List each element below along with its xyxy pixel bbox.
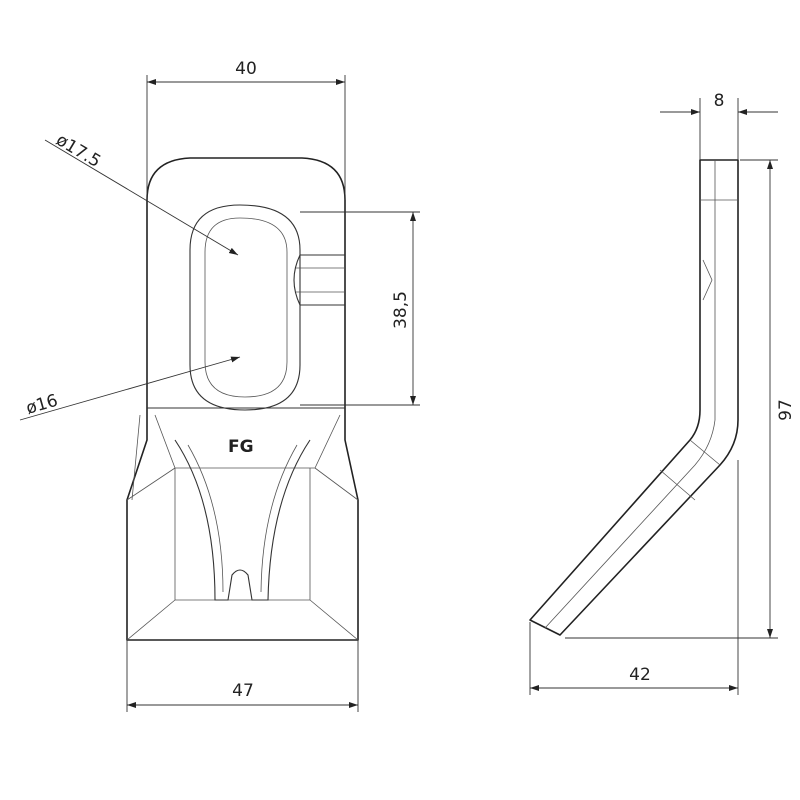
center-groove — [174, 439, 311, 601]
blade-outline — [126, 157, 359, 641]
leader-line-17-5 — [44, 139, 239, 256]
dimension-top-width: 40 — [235, 59, 257, 79]
logo-text: FG — [228, 437, 254, 457]
side-view: 8 97 42 — [529, 91, 796, 695]
dimension-small-hole: ø16 — [24, 391, 60, 419]
side-profile — [529, 159, 739, 636]
dimension-large-hole: ø17.5 — [52, 130, 104, 172]
dimension-bottom-width: 47 — [232, 681, 254, 701]
groove-inner — [187, 444, 298, 593]
side-edges — [544, 160, 738, 629]
dimension-height: 97 — [776, 399, 796, 421]
slot-inner — [204, 217, 288, 398]
dimension-depth: 42 — [629, 665, 651, 685]
slot-outer — [189, 204, 301, 411]
bevel-lines — [126, 414, 359, 641]
leader-line-16 — [19, 356, 241, 421]
side-notch — [293, 254, 345, 306]
dimension-thickness: 8 — [714, 91, 725, 111]
front-view: FG 40 ø17.5 ø16 38,5 47 — [19, 59, 420, 712]
dimension-slot-length: 38,5 — [391, 291, 411, 329]
